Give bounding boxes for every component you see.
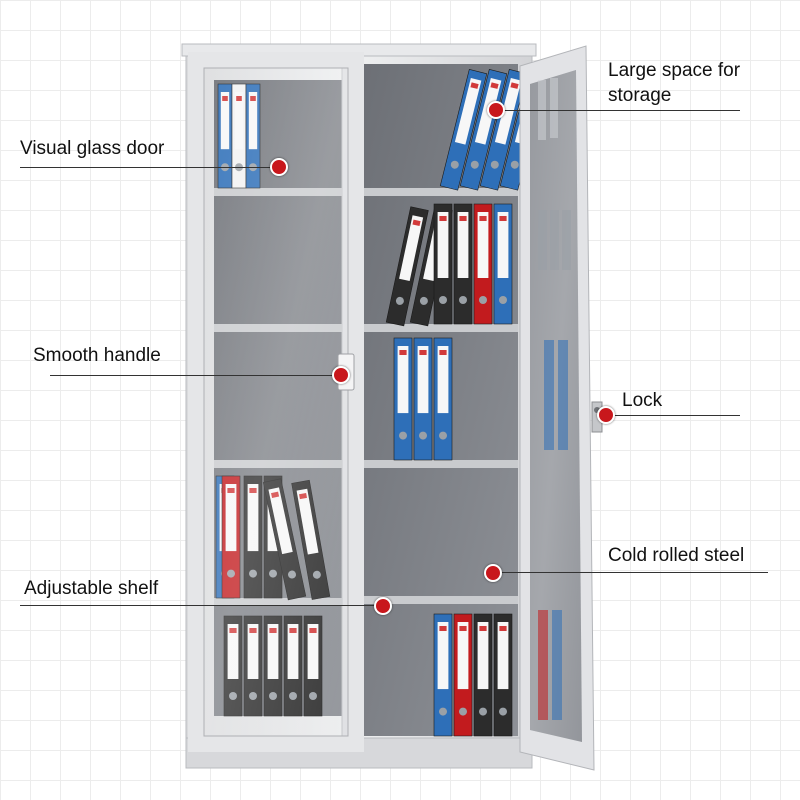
callout-handle-leader: [50, 375, 340, 376]
callout-steel-label: Cold rolled steel: [608, 545, 745, 566]
callout-glass-door-marker: [270, 158, 288, 176]
callout-handle-label: Smooth handle: [33, 345, 161, 366]
callout-lock-label: Lock: [622, 390, 663, 411]
binder: [453, 203, 473, 325]
binder: [473, 613, 493, 737]
left-glass-door: [188, 52, 364, 752]
callout-steel-leader: [492, 572, 768, 573]
callout-handle-marker: [332, 366, 350, 384]
binder: [413, 337, 433, 461]
callout-shelf-leader: [20, 605, 382, 606]
callout-lock-marker: [597, 406, 615, 424]
binder: [493, 203, 513, 325]
binder: [393, 337, 413, 461]
callout-lock-leader: [606, 415, 740, 416]
binder: [433, 337, 453, 461]
binder: [453, 613, 473, 737]
callout-storage-line2: storage: [608, 85, 672, 106]
callout-glass-door-leader: [20, 167, 278, 168]
callout-shelf-label: Adjustable shelf: [24, 578, 159, 599]
callout-storage-marker: [487, 101, 505, 119]
callout-storage-label: Large space for storage: [608, 58, 740, 108]
binder: [433, 203, 453, 325]
binder: [479, 69, 528, 191]
binder: [439, 69, 488, 191]
binder: [385, 206, 429, 327]
callout-steel-marker: [484, 564, 502, 582]
binder: [433, 613, 453, 737]
binder: [493, 613, 513, 737]
callout-shelf-marker: [374, 597, 392, 615]
callout-storage-line1: Large space for: [608, 60, 741, 81]
callout-storage-leader: [496, 110, 740, 111]
callout-glass-door-label: Visual glass door: [20, 138, 165, 159]
binder: [473, 203, 493, 325]
right-open-door: [519, 45, 603, 771]
